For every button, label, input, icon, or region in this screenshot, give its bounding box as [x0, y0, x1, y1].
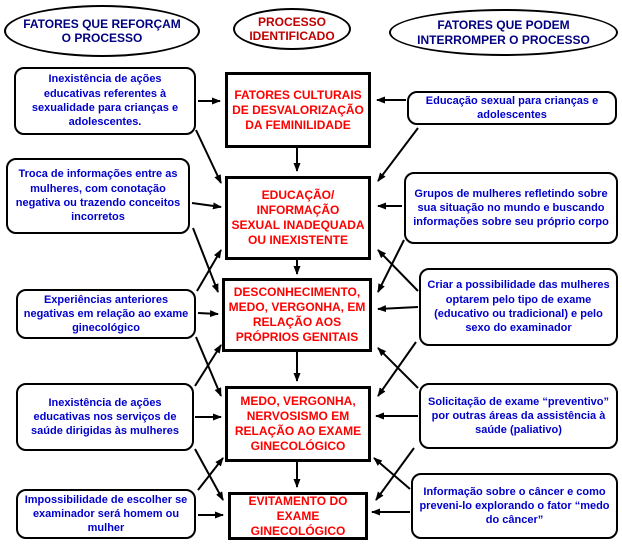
- reinforcing-arrows: [191, 97, 224, 519]
- interrupting-factor-3: Criar a possibilidade das mulheres optar…: [419, 268, 618, 346]
- process-step-3: DESCONHECIMENTO, MEDO, VERGONHA, EM RELA…: [222, 278, 372, 352]
- process-step-2: EDUCAÇÃO/ INFORMAÇÃO SEXUAL INADEQUADA O…: [225, 176, 371, 260]
- interrupting-factor-4: Solicitação de exame “preventivo” por ou…: [419, 383, 618, 449]
- interrupting-factor-1: Educação sexual para crianças e adolesce…: [407, 91, 617, 125]
- process-step-1: FATORES CULTURAIS DE DESVALORIZAÇÃO DA F…: [225, 72, 371, 148]
- reinforcing-header-ellipse: FATORES QUE REFORÇAM O PROCESSO: [4, 5, 200, 57]
- process-step-4: MEDO, VERGONHA, NERVOSISMO EM RELAÇÃO AO…: [225, 386, 371, 462]
- process-header-ellipse: PROCESSO IDENTIFICADO: [233, 8, 351, 50]
- reinforcing-factor-2: Troca de informações entre as mulheres, …: [6, 158, 190, 234]
- reinforcing-factor-1: Inexistência de ações educativas referen…: [14, 67, 196, 135]
- reinforcing-factor-4: Inexistência de ações educativas nos ser…: [16, 383, 194, 451]
- interrupting-header-ellipse: FATORES QUE PODEM INTERROMPER O PROCESSO: [389, 9, 618, 56]
- interrupting-factor-5: Informação sobre o câncer e como preveni…: [411, 473, 618, 539]
- interrupting-arrows: [371, 96, 419, 516]
- interrupting-factor-2: Grupos de mulheres refletindo sobre sua …: [404, 172, 618, 244]
- process-step-5: EVITAMENTO DO EXAME GINECOLÓGICO: [228, 492, 368, 540]
- reinforcing-factor-5: Impossibilidade de escolher se examinado…: [16, 489, 196, 539]
- reinforcing-factor-3: Experiências anteriores negativas em rel…: [16, 289, 196, 339]
